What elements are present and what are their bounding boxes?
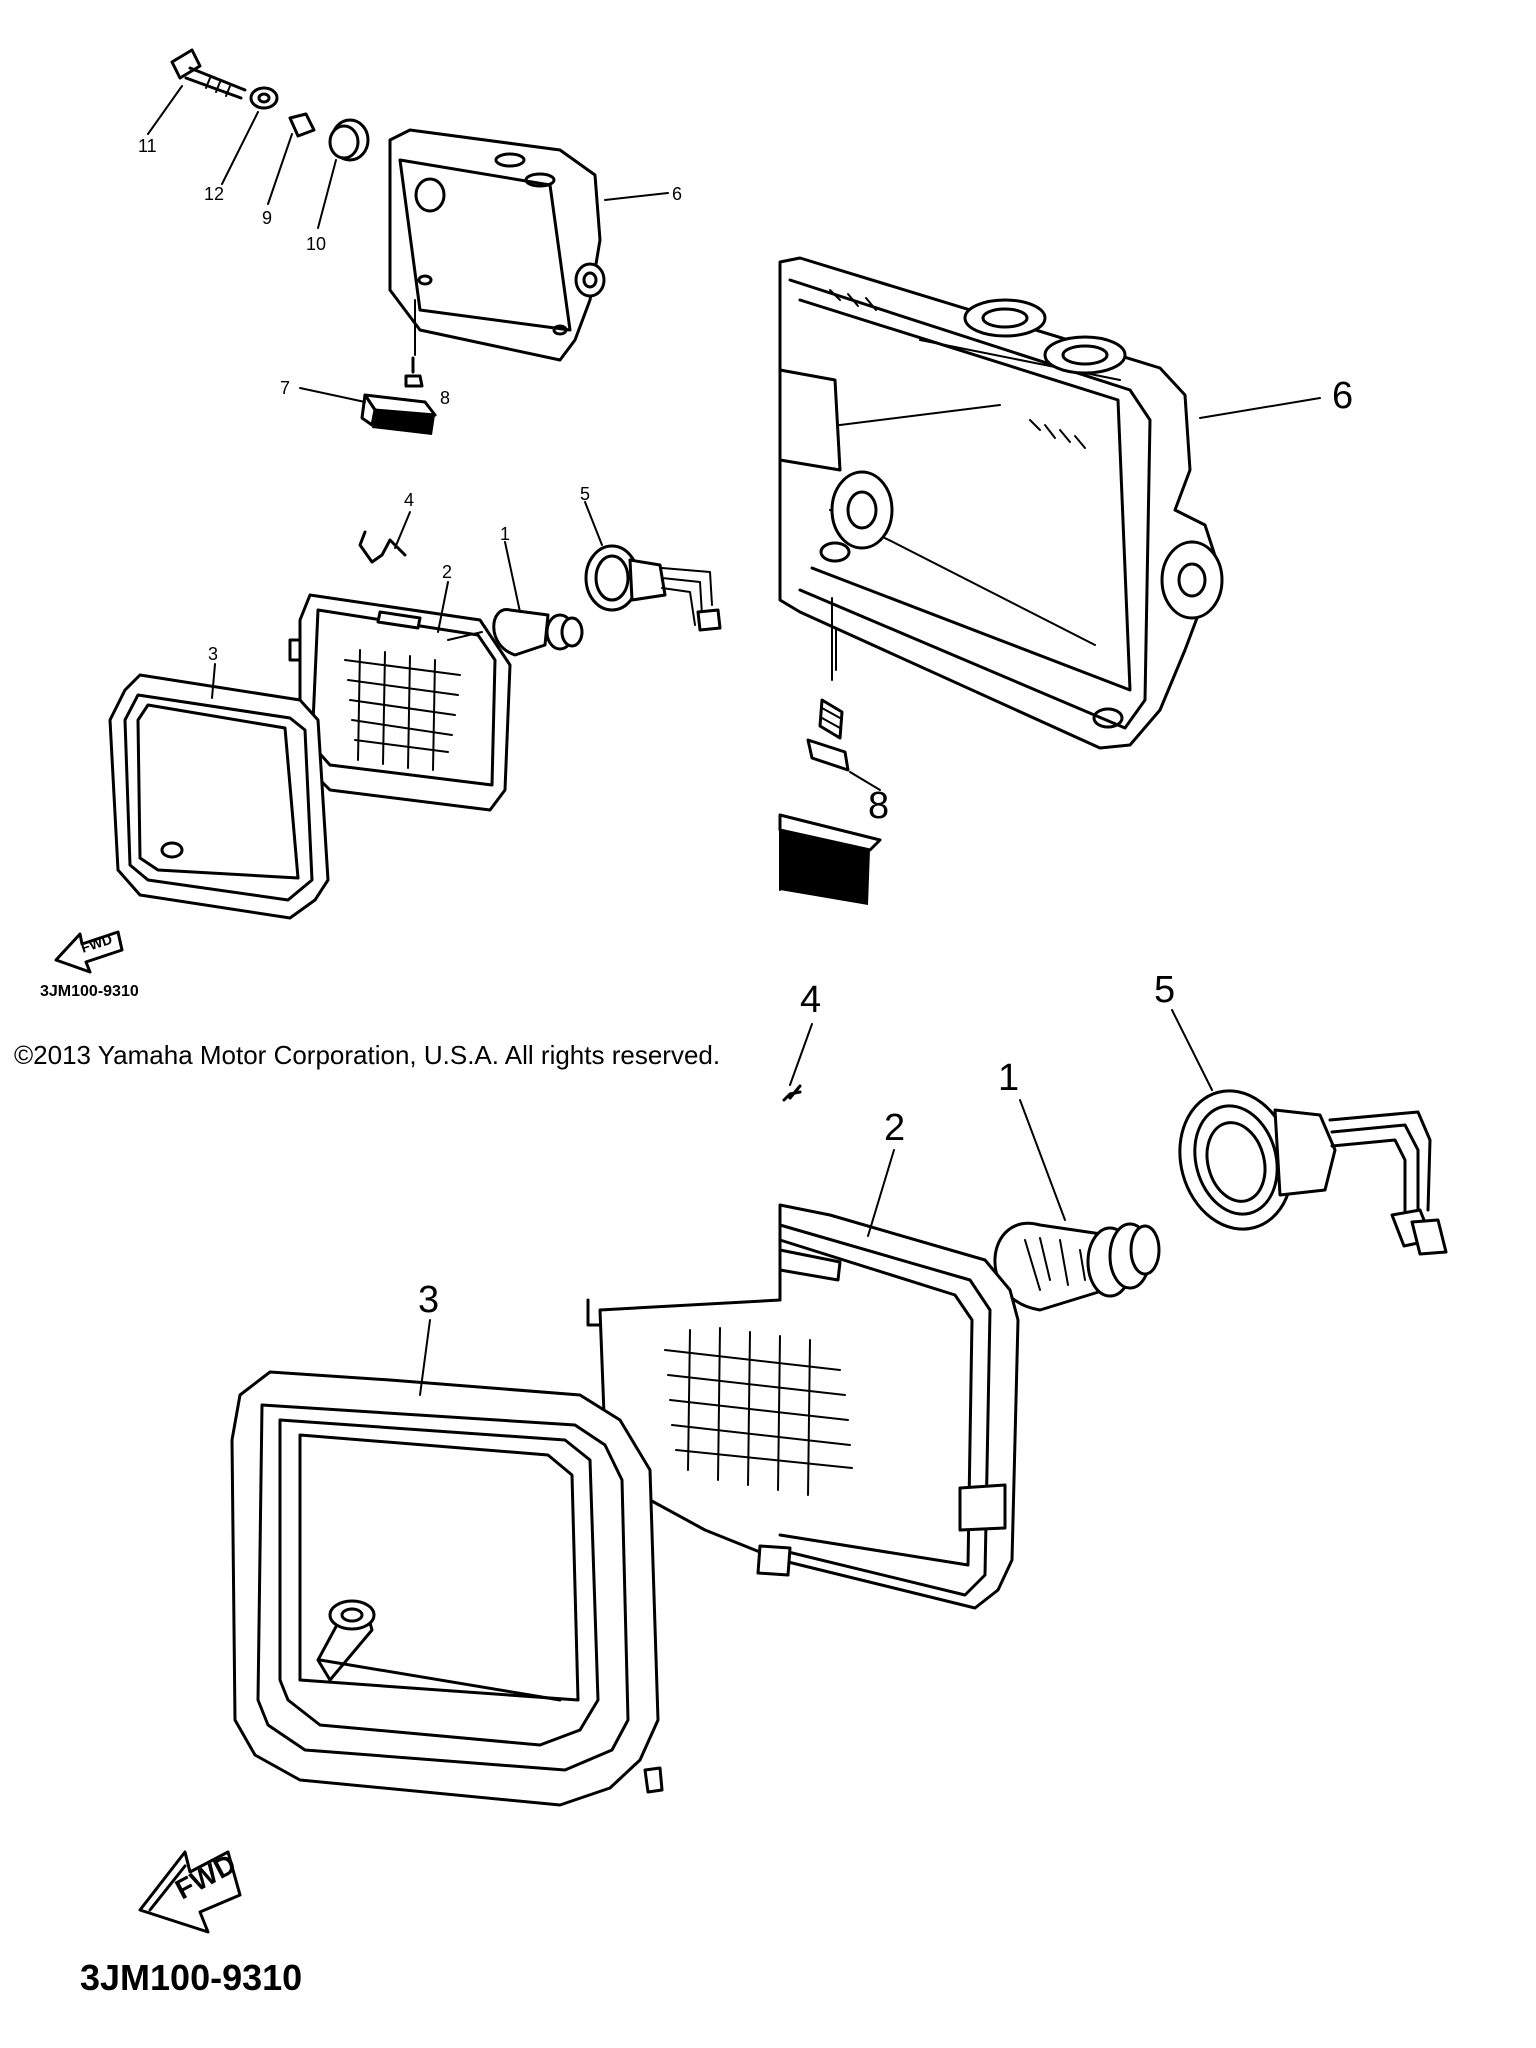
block-7-large [778,813,882,905]
callout-5-small: 5 [580,484,590,504]
housing-6-small [388,128,606,362]
copyright-notice: ©2013 Yamaha Motor Corporation, U.S.A. A… [14,1040,721,1070]
bulb-1-large [993,1221,1161,1312]
washer-12 [249,86,279,110]
zoom-diagram: FWD 3JM100-9310 6 8 4 1 5 2 3 [80,256,1448,1998]
callout-2-large: 2 [884,1107,905,1149]
diagram-code-large: 3JM100-9310 [80,1957,302,1998]
rim-3-large [230,1370,664,1807]
collar-9 [288,112,316,138]
fwd-arrow-large: FWD [138,1848,242,1934]
callout-2-small: 2 [442,562,452,582]
lens-2-large [586,1203,1020,1610]
rim-3-small [108,673,330,920]
callout-1-small: 1 [500,524,510,544]
socket-5-small [584,544,722,632]
grommet-10 [328,118,370,162]
callout-6-large: 6 [1332,375,1353,417]
callout-3-small: 3 [208,644,218,664]
spring-4-large [782,1084,802,1102]
bolt-11 [170,48,247,100]
callout-6-small: 6 [672,184,682,204]
fwd-arrow-small: FWD [54,930,124,974]
callout-11-small: 11 [138,136,157,156]
block-7-small [360,393,437,435]
callout-7-small: 7 [280,378,290,398]
screw-8-large [806,698,850,772]
callout-9-small: 9 [262,208,272,228]
socket-5-large [1178,1089,1448,1256]
callout-10-small: 10 [306,234,326,254]
callout-8-large: 8 [868,785,889,827]
diagram-code-small: 3JM100-9310 [40,983,139,1000]
overview-diagram: FWD 3JM100-9310 11 12 9 10 6 7 8 4 1 5 2… [40,48,722,1000]
callout-4-large: 4 [800,979,821,1021]
bulb-1-small [492,608,584,657]
callout-5-large: 5 [1154,969,1175,1011]
callout-4-small: 4 [404,490,414,510]
callout-1-large: 1 [998,1057,1019,1099]
spring-4-small [358,530,407,564]
callout-3-large: 3 [418,1279,439,1321]
housing-6-large [778,256,1224,750]
callout-12-small: 12 [204,184,224,204]
callout-8-small: 8 [440,388,450,408]
screw-8-small [404,356,424,388]
